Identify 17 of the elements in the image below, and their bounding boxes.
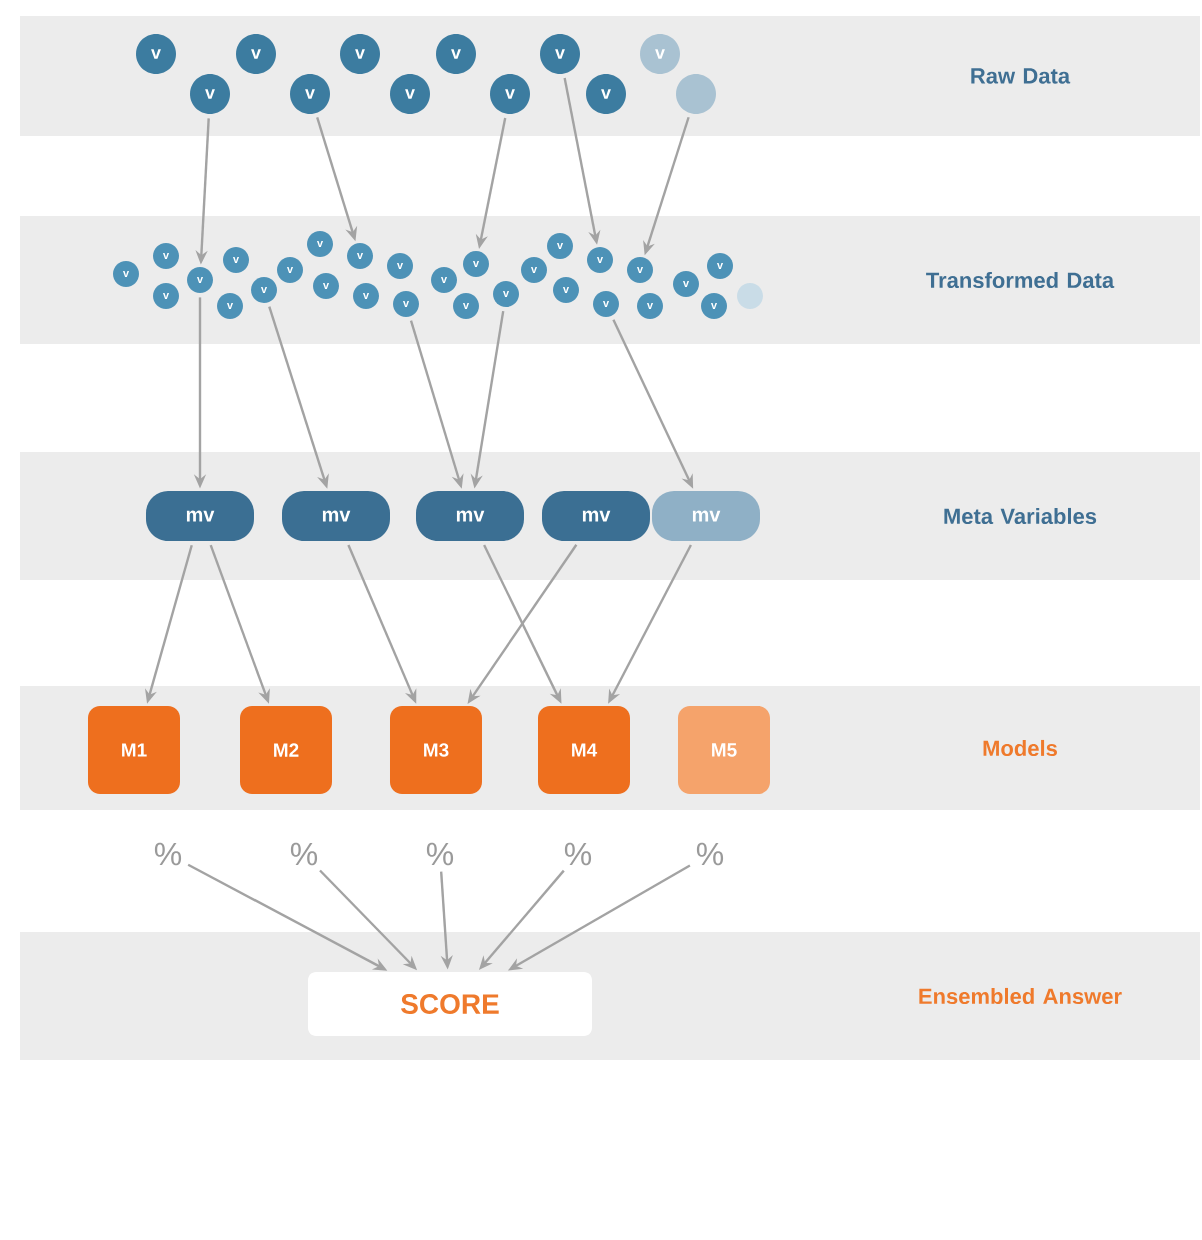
model-box: M3: [390, 706, 482, 794]
percent-label: %: [290, 842, 318, 866]
meta-variable-pill: mv: [146, 491, 254, 541]
variable-circle: [676, 74, 716, 114]
model-box: M5: [678, 706, 770, 794]
model-box: M1: [88, 706, 180, 794]
percent-label: %: [154, 842, 182, 866]
meta-variable-pill: mv: [282, 491, 390, 541]
model-box: M4: [538, 706, 630, 794]
model-box: M2: [240, 706, 332, 794]
percent-label: %: [564, 842, 592, 866]
percent-label: %: [426, 842, 454, 866]
variable-circle: [737, 283, 763, 309]
meta-variable-pill: mv: [416, 491, 524, 541]
score-box: SCORE: [308, 972, 592, 1036]
meta-variable-pill: mv: [542, 491, 650, 541]
percent-label: %: [696, 842, 724, 866]
